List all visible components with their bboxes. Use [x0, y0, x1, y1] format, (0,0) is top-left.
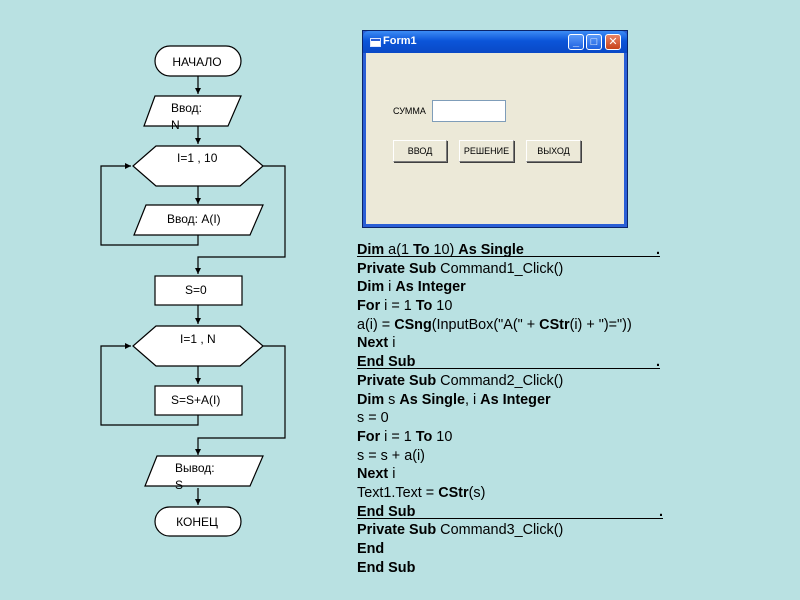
code-text: i	[388, 466, 396, 483]
code-text: (InputBox("A(" +	[431, 316, 540, 333]
output-label-2: S	[175, 478, 183, 492]
code-text: , i	[464, 391, 481, 408]
code-keyword: To	[412, 242, 430, 258]
maximize-button[interactable]: □	[586, 34, 602, 50]
code-listing: Dim a(1 To 10) As SinglePrivate Sub Comm…	[357, 241, 677, 577]
code-line: Next i	[357, 334, 677, 353]
code-line: End Sub	[357, 559, 677, 578]
window-title: Form1	[383, 35, 417, 47]
code-line: For i = 1 To 10	[357, 428, 677, 447]
code-keyword: End Sub	[357, 503, 416, 520]
input-a-block	[133, 204, 264, 236]
code-line: Next i	[357, 465, 677, 484]
loop2-label: I=1 , N	[180, 332, 216, 346]
init-s-block	[154, 275, 243, 306]
sum-textbox[interactable]	[432, 100, 506, 122]
close-button[interactable]: ✕	[605, 34, 621, 50]
start-terminal	[154, 45, 242, 77]
code-text: s = 0	[357, 410, 389, 427]
code-keyword: As Integer	[480, 391, 551, 408]
exit-button[interactable]: ВЫХОД	[526, 140, 581, 162]
code-line: End Sub	[357, 353, 677, 372]
code-text: (i) + ")="))	[569, 316, 632, 333]
code-text: Command2_Click()	[436, 372, 564, 389]
window-titlebar[interactable]: Form1 _ □ ✕	[363, 31, 627, 53]
code-keyword: Next	[357, 335, 389, 352]
code-text: a(1	[384, 242, 413, 258]
code-text: 10	[432, 298, 453, 315]
code-keyword: End Sub	[357, 559, 416, 576]
code-keyword: End Sub	[357, 354, 416, 371]
code-line: Private Sub Command2_Click()	[357, 372, 677, 391]
sum-block	[154, 385, 243, 416]
code-keyword: End	[357, 541, 385, 557]
code-text: s = s + a(i)	[357, 447, 425, 464]
end-label: КОНЕЦ	[176, 515, 218, 529]
output-block	[144, 455, 264, 487]
code-text: i	[384, 279, 396, 296]
code-text: Text1.Text =	[357, 484, 439, 501]
code-keyword: CStr	[539, 316, 570, 333]
input-a-label: Ввод: A(I)	[167, 212, 221, 226]
code-keyword: Dim	[357, 242, 385, 258]
code-text: i = 1	[380, 428, 416, 445]
code-line: Dim i As Integer	[357, 278, 677, 297]
code-line: Text1.Text = CStr(s)	[357, 484, 677, 503]
code-text: Command3_Click()	[436, 522, 564, 539]
code-keyword: Dim	[357, 279, 385, 296]
code-keyword: As Integer	[395, 279, 466, 296]
code-keyword: CStr	[438, 484, 469, 501]
input-n-block	[143, 95, 242, 127]
code-line: Private Sub Command3_Click()	[357, 521, 677, 540]
code-keyword: CSng	[394, 316, 432, 333]
code-line: End Sub	[357, 503, 677, 522]
loop1-block	[132, 145, 264, 187]
solve-button[interactable]: РЕШЕНИЕ	[459, 140, 514, 162]
code-line: Dim s As Single, i As Integer	[357, 391, 677, 410]
code-keyword: Dim	[357, 391, 385, 408]
code-keyword: Private Sub	[357, 372, 437, 389]
code-keyword: As Single	[458, 242, 524, 258]
output-label-1: Вывод:	[175, 461, 215, 475]
code-keyword: Private Sub	[357, 522, 437, 539]
code-text: a(i) =	[357, 316, 395, 333]
code-keyword: To	[415, 298, 433, 315]
sum-label: СУММА	[393, 106, 426, 116]
code-text: i = 1	[380, 298, 416, 315]
form1-window: Form1 _ □ ✕ СУММА ВВОД РЕШЕНИЕ ВЫХОД	[362, 30, 628, 228]
code-text: i	[388, 335, 396, 352]
code-line: s = s + a(i)	[357, 447, 677, 466]
loop1-label: I=1 , 10	[177, 151, 218, 165]
input-n-label-1: Ввод:	[171, 101, 202, 115]
code-line: For i = 1 To 10	[357, 297, 677, 316]
code-keyword: To	[415, 428, 433, 445]
code-line: a(i) = CSng(InputBox("A(" + CStr(i) + ")…	[357, 316, 677, 335]
code-keyword: Private Sub	[357, 260, 437, 277]
input-n-label-2: N	[171, 118, 180, 132]
code-keyword: Next	[357, 466, 389, 483]
form-client-area: СУММА ВВОД РЕШЕНИЕ ВЫХОД	[367, 53, 623, 223]
code-text: 10)	[429, 242, 459, 258]
code-keyword: For	[357, 298, 381, 315]
loop2-block	[132, 325, 264, 367]
sum-label: S=S+A(I)	[171, 393, 220, 407]
code-line: Private Sub Command1_Click()	[357, 260, 677, 279]
code-line: s = 0	[357, 409, 677, 428]
code-text: 10	[432, 428, 453, 445]
code-line: End	[357, 540, 677, 559]
code-keyword: As Single	[399, 391, 465, 408]
form-icon	[370, 38, 381, 47]
minimize-button[interactable]: _	[568, 34, 584, 50]
code-text: (s)	[468, 484, 486, 501]
start-label: НАЧАЛО	[172, 55, 221, 69]
code-keyword: For	[357, 428, 381, 445]
input-button[interactable]: ВВОД	[393, 140, 447, 162]
code-text: Command1_Click()	[436, 260, 564, 277]
code-text: s	[384, 391, 400, 408]
code-line: Dim a(1 To 10) As Single	[357, 241, 677, 260]
flowchart: НАЧАЛО Ввод: N I=1 , 10 Ввод: A(I) S=0 I…	[100, 45, 286, 537]
init-s-label: S=0	[185, 283, 207, 297]
end-terminal	[154, 506, 242, 537]
